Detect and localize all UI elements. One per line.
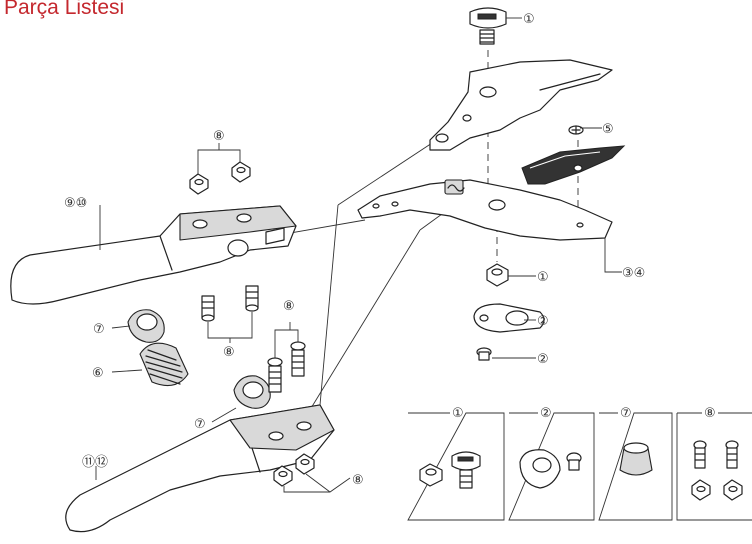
callout-7-lower: ⑦ [194,417,206,432]
lower-handle [65,404,335,533]
screw-5 [568,125,584,135]
callout-5: ⑤ [602,122,614,137]
bolt-8-d [290,341,306,377]
callout-8-lower: ⑧ [352,473,364,488]
detail-box-1-label: ① [452,406,464,421]
callout-6: ⑥ [92,366,104,381]
detail-box-2: ② [508,406,595,521]
upper-blade [429,59,613,151]
nut-8-b [231,161,251,183]
upper-handle [10,205,297,305]
callout-8-bolts: ⑧ [223,345,235,360]
bolt-8-c [267,357,283,393]
bumper-7-a [127,309,165,343]
callout-1-top: ① [523,12,535,27]
callout-8-middle: ⑧ [283,299,295,314]
detail-box-8-label: ⑧ [704,406,716,421]
lock-washer-2 [473,303,545,333]
callout-3-4: ③④ [622,266,645,281]
callout-11-12: ⑪⑫ [82,455,108,470]
callout-7-upper: ⑦ [93,322,105,337]
lower-jaw [357,179,613,241]
nut-8-a [189,173,209,195]
spring-6 [139,342,189,387]
callout-9-10: ⑨⑩ [64,196,87,211]
callout-8-upper: ⑧ [213,129,225,144]
callout-1-nut: ① [537,270,549,285]
bolt-8-a [201,295,215,322]
detail-box-7: ⑦ [598,406,673,521]
pivot-bolt-1 [469,7,507,45]
callout-2-screw: ② [537,352,549,367]
bolt-8-b [245,285,259,312]
page-title: Parça Listesi [4,0,125,19]
nut-8-d [295,453,315,475]
small-screw-2 [476,347,492,361]
anvil-blade [521,145,626,185]
detail-box-1: ① [407,406,505,521]
detail-box-8: ⑧ [676,406,752,521]
detail-box-2-label: ② [540,406,552,421]
callout-2-washer: ② [537,314,549,329]
detail-box-7-label: ⑦ [620,406,632,421]
callout-leaders [95,17,622,493]
nut-8-c [273,465,293,487]
bumper-7-b [233,375,271,409]
hex-nut-1 [486,263,509,287]
